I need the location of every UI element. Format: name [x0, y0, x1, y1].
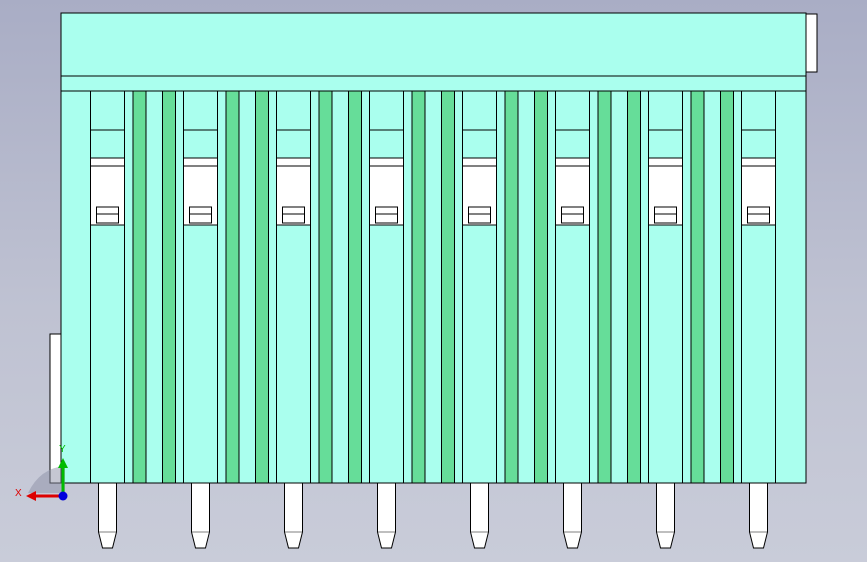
x-axis-arrow: [26, 491, 36, 501]
connector-top-strip: [60, 12, 807, 77]
green-rib: [132, 90, 147, 484]
right-side-tab: [804, 13, 818, 73]
latch-lock: [468, 206, 491, 224]
latch-lock: [561, 206, 584, 224]
slot-notch: [741, 90, 776, 131]
green-rib: [720, 90, 734, 484]
contact-slot: [183, 90, 218, 226]
contact-slot: [90, 90, 125, 226]
contact-slot: [648, 90, 683, 226]
contact-slot: [462, 90, 497, 226]
terminal-pin: [563, 482, 582, 549]
green-rib: [690, 90, 705, 484]
slot-group: [90, 90, 776, 226]
latch-lock: [96, 206, 119, 224]
contact-slot: [276, 90, 311, 226]
latch-lock: [189, 206, 212, 224]
slot-notch: [648, 90, 683, 131]
latch-lock: [375, 206, 398, 224]
x-axis-label: X: [15, 488, 22, 499]
green-rib: [441, 90, 455, 484]
green-rib: [534, 90, 548, 484]
slot-notch: [90, 90, 125, 131]
slot-notch: [555, 90, 590, 131]
latch-lock: [654, 206, 677, 224]
slot-notch: [462, 90, 497, 131]
green-rib: [627, 90, 641, 484]
latch-lock: [747, 206, 770, 224]
terminal-pin: [191, 482, 210, 549]
y-axis-label: Y: [59, 444, 66, 455]
green-rib: [504, 90, 519, 484]
terminal-pin: [749, 482, 768, 549]
terminal-pin: [284, 482, 303, 549]
green-rib: [318, 90, 333, 484]
green-rib: [225, 90, 240, 484]
green-rib: [162, 90, 176, 484]
terminal-pin: [98, 482, 117, 549]
pin-group: [98, 482, 768, 549]
contact-slot: [741, 90, 776, 226]
rib-group: [90, 90, 776, 484]
slot-notch: [369, 90, 404, 131]
green-rib: [411, 90, 426, 484]
green-rib: [348, 90, 362, 484]
axis-triad: X Y: [15, 444, 68, 501]
triad-shadow: [28, 466, 65, 493]
contact-slot: [369, 90, 404, 226]
latch-lock: [282, 206, 305, 224]
contact-slot: [555, 90, 590, 226]
slot-notch: [276, 90, 311, 131]
z-axis-dot: [58, 491, 68, 501]
terminal-pin: [470, 482, 489, 549]
green-rib: [597, 90, 612, 484]
slot-notch: [183, 90, 218, 131]
terminal-pin: [377, 482, 396, 549]
green-rib: [255, 90, 269, 484]
terminal-pin: [656, 482, 675, 549]
y-axis-arrow: [58, 458, 68, 468]
